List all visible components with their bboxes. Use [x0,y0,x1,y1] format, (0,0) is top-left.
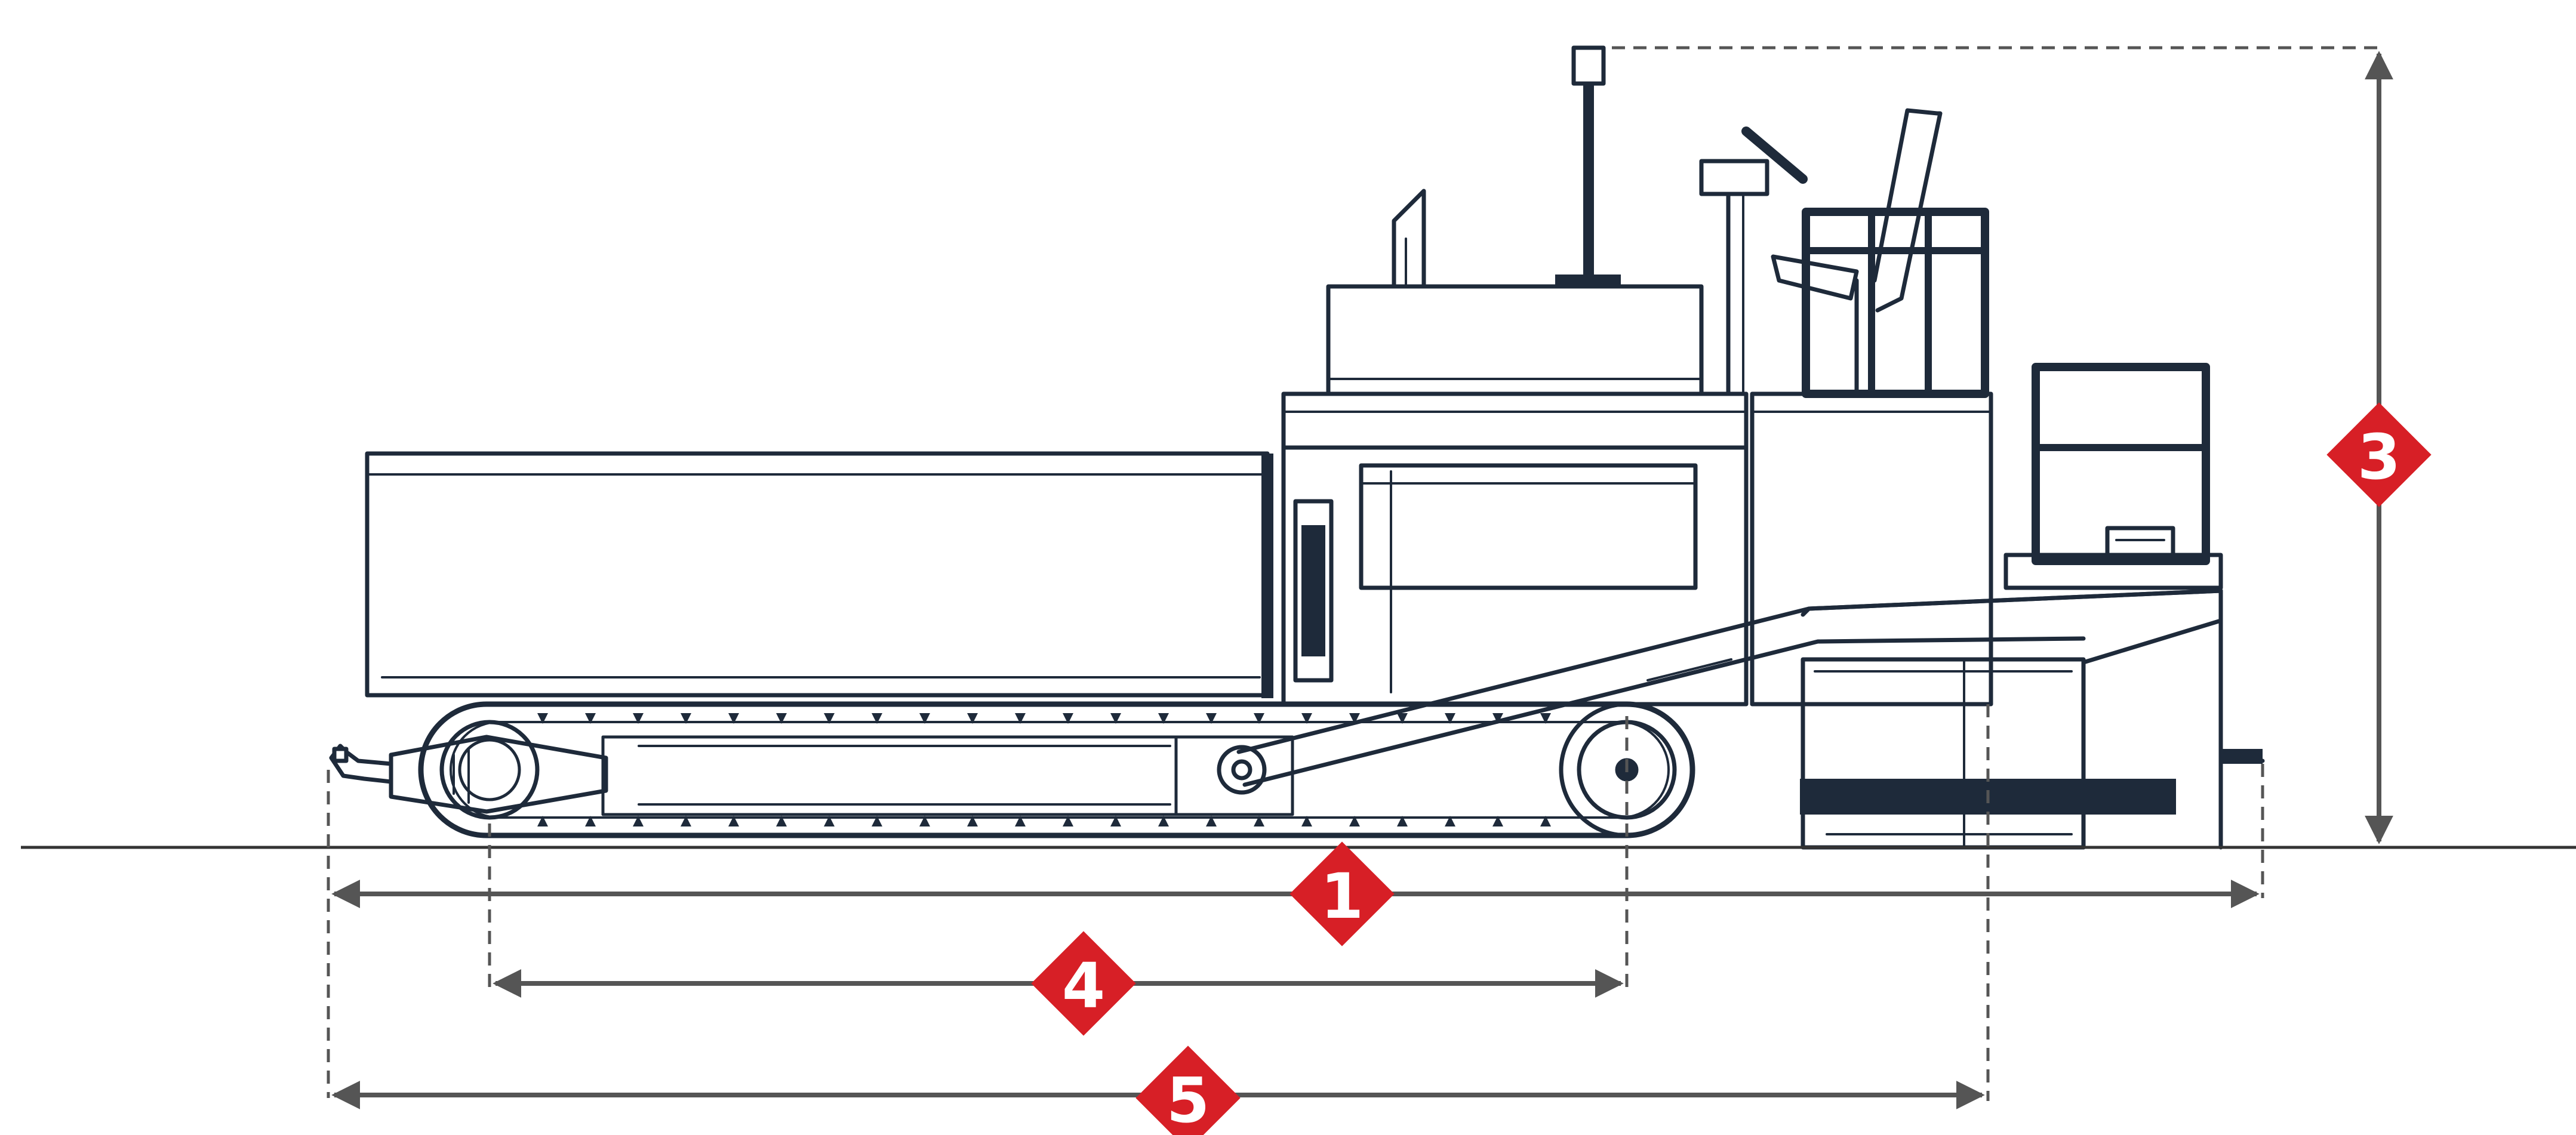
badge-4: 4 [1031,931,1136,1036]
push-roller [329,735,608,814]
dimension-badges: 1 3 4 5 [1031,402,2432,1135]
badge-1-label: 1 [1321,860,1364,933]
badge-1: 1 [1289,841,1395,946]
crawler-track [418,701,1695,838]
badge-3-label: 3 [2358,421,2400,494]
badge-3: 3 [2326,402,2432,507]
track-teeth [537,713,1551,826]
exhaust-and-beacon [1392,45,1808,396]
conveyor-arm [1217,588,2223,795]
badge-5: 5 [1135,1045,1241,1135]
hopper [365,451,1273,698]
operator-platform [1750,108,1993,707]
engine-body [1281,284,1749,707]
paver-machine [329,45,2265,850]
dimension-arrows [331,51,2393,1109]
badge-4-label: 4 [1062,949,1105,1022]
dimension-guides [327,46,2382,1101]
badge-5-label: 5 [1167,1064,1209,1135]
